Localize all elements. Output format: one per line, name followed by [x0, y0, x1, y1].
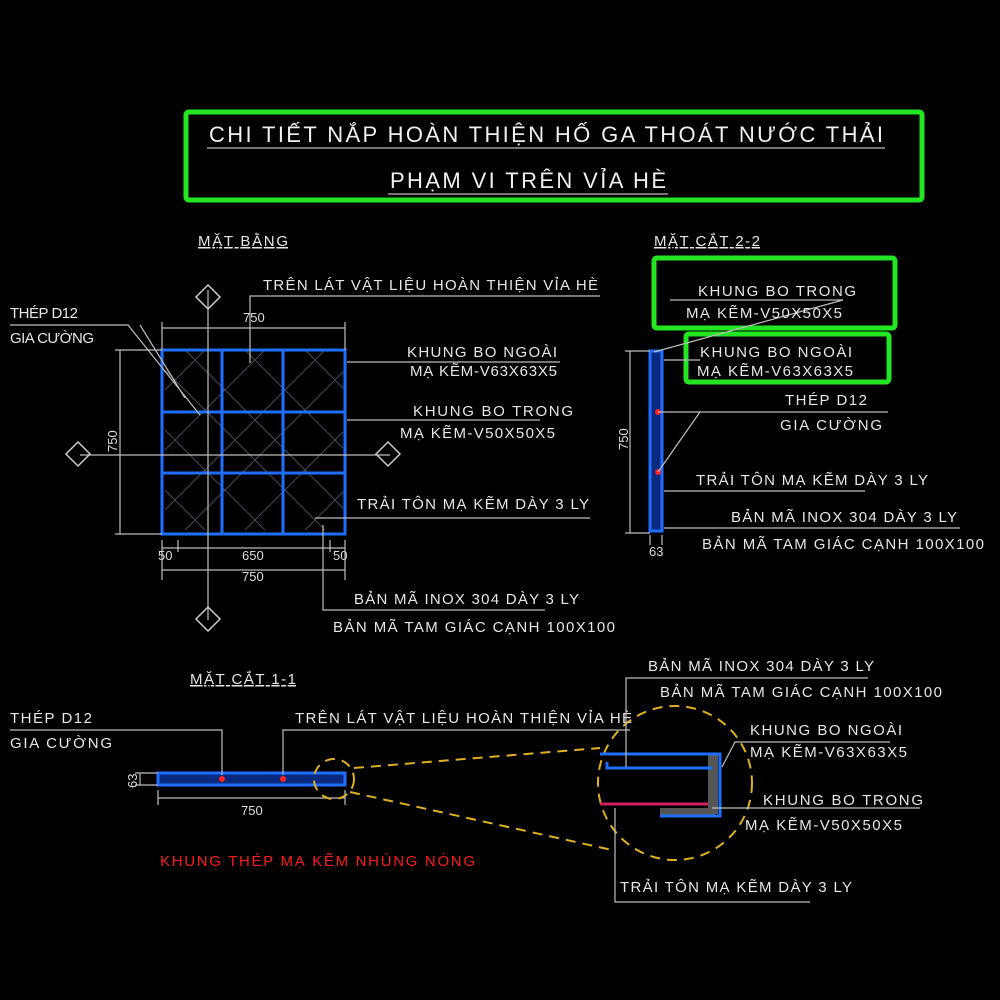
section22-rebar-label-2: GIA CƯỜNG [780, 417, 882, 434]
plan-leader-lines [10, 295, 600, 611]
section22-dim-width: 63 [649, 544, 663, 559]
rebar-dot [219, 776, 225, 782]
section22-inner-label-2: MẠ KẼM-V50X50X5 [686, 305, 842, 322]
section22-sheet-label: TRẢI TÔN MẠ KẼM DÀY 3 LY [696, 472, 928, 489]
section22-lines [625, 299, 960, 545]
detail-plate [660, 808, 715, 816]
section11-frame [156, 771, 347, 787]
detail-angle-outer [708, 754, 718, 814]
section-marker-icons [64, 283, 402, 633]
section22-dim-height: 750 [616, 428, 631, 450]
plan-rebar-label-1: THÉP D12 [10, 305, 78, 322]
plan-rebar-label-2: GIA CƯỜNG [10, 330, 94, 347]
section11-rebar-label-2: GIA CƯỜNG [10, 735, 112, 752]
section11-rebar-label-1: THÉP D12 [10, 710, 92, 727]
section22-rebar-label-1: THÉP D12 [785, 392, 867, 409]
detail-sheet-label: TRẢI TÔN MẠ KẼM DÀY 3 LY [620, 879, 852, 896]
plan-dimension-lines [115, 322, 346, 580]
plan-hatch [164, 349, 344, 531]
detail-plate-label-2: BẢN MÃ TAM GIÁC CẠNH 100X100 [660, 684, 942, 701]
section22-outer-label-2: MẠ KẼM-V63X63X5 [697, 363, 853, 380]
section22-inner-label-1: KHUNG BO TRONG [698, 283, 856, 300]
section11-dim-height: 63 [125, 774, 140, 788]
plan-inner-frame-label-1: KHUNG BO TRONG [413, 403, 573, 420]
section22-frame [648, 349, 664, 533]
section11-lines [10, 729, 630, 805]
plan-inner-frame [162, 350, 345, 534]
section-marker-icon [374, 440, 402, 468]
title-line-2: PHẠM VI TRÊN VỈA HÈ [390, 168, 666, 193]
section11-heading: MẶT CẮT 1-1 [190, 670, 296, 688]
section-marker-icon [194, 283, 222, 311]
section22-heading: MẶT CẮT 2-2 [654, 232, 760, 250]
title-line-1: CHI TIẾT NẮP HOÀN THIỆN HỐ GA THOÁT NƯỚC… [209, 121, 883, 147]
section11-dim-width: 750 [241, 803, 263, 818]
section11-surface-label: TRÊN LÁT VẬT LIỆU HOÀN THIỆN VỈA HÈ [295, 710, 632, 727]
rebar-dot [280, 776, 286, 782]
plan-sheet-label: TRẢI TÔN MẠ KẼM DÀY 3 LY [357, 496, 589, 513]
plan-dim-top: 750 [243, 310, 265, 325]
detail-inner-label-1: KHUNG BO TRONG [763, 792, 923, 809]
section-1-1: MẶT CẮT 1-1 63 750 THÉP D12 GIA CƯỜNG TR… [10, 670, 632, 870]
section22-plate-label-2: BẢN MÃ TAM GIÁC CẠNH 100X100 [702, 536, 984, 553]
plan-dim-50-left: 50 [158, 548, 172, 563]
plan-dim-50-right: 50 [333, 548, 347, 563]
detail-inner-label-2: MẠ KẼM-V50X50X5 [745, 817, 902, 834]
detail-callout-circle [313, 758, 355, 800]
section-2-2: MẶT CẮT 2-2 750 63 KHUNG BO TRONG MẠ KẼM… [616, 232, 984, 559]
detail-leader-lines [614, 677, 920, 903]
detail-outer-label-2: MẠ KẼM-V63X63X5 [750, 744, 907, 761]
plan-dim-left: 750 [105, 430, 120, 452]
section22-outer-label-1: KHUNG BO NGOÀI [700, 344, 852, 361]
detail-circle [597, 705, 753, 861]
section11-note: KHUNG THÉP MẠ KẼM NHÚNG NÓNG [160, 853, 475, 870]
plan-outer-frame-label-2: MẠ KẼM-V63X63X5 [410, 363, 557, 380]
plan-dim-bottom: 750 [242, 569, 264, 584]
plan-outer-frame-label-1: KHUNG BO NGOÀI [407, 344, 557, 361]
title-highlight-box [183, 109, 925, 203]
detail-frame [600, 752, 722, 818]
section-marker-icon [194, 605, 222, 633]
plan-plate-label-2: BẢN MÃ TAM GIÁC CẠNH 100X100 [333, 619, 615, 636]
detail-view: BẢN MÃ INOX 304 DÀY 3 LY BẢN MÃ TAM GIÁC… [597, 658, 942, 903]
plan-view: MẶT BẰNG 750 750 50 650 50 750 TRÊN LÁT … [10, 232, 615, 636]
section22-plate-label-1: BẢN MÃ INOX 304 DÀY 3 LY [731, 509, 957, 526]
section-marker-icon [64, 440, 92, 468]
plan-plate-label-1: BẢN MÃ INOX 304 DÀY 3 LY [354, 591, 579, 608]
section-cut-lines [80, 290, 390, 620]
detail-plate-label-1: BẢN MÃ INOX 304 DÀY 3 LY [648, 658, 874, 675]
detail-outer-label-1: KHUNG BO NGOÀI [750, 722, 902, 739]
plan-outer-frame [160, 348, 347, 536]
plan-surface-label: TRÊN LÁT VẬT LIỆU HOÀN THIỆN VỈA HÈ [263, 277, 598, 294]
highlight-box-inner-frame [651, 255, 898, 331]
plan-dim-650: 650 [242, 548, 264, 563]
title-block: CHI TIẾT NẮP HOÀN THIỆN HỐ GA THOÁT NƯỚC… [183, 109, 925, 203]
highlight-box-outer-frame [683, 331, 892, 385]
detail-callout-leaders [349, 747, 613, 851]
plan-heading: MẶT BẰNG [198, 232, 288, 250]
plan-inner-frame-label-2: MẠ KẼM-V50X50X5 [400, 425, 555, 442]
